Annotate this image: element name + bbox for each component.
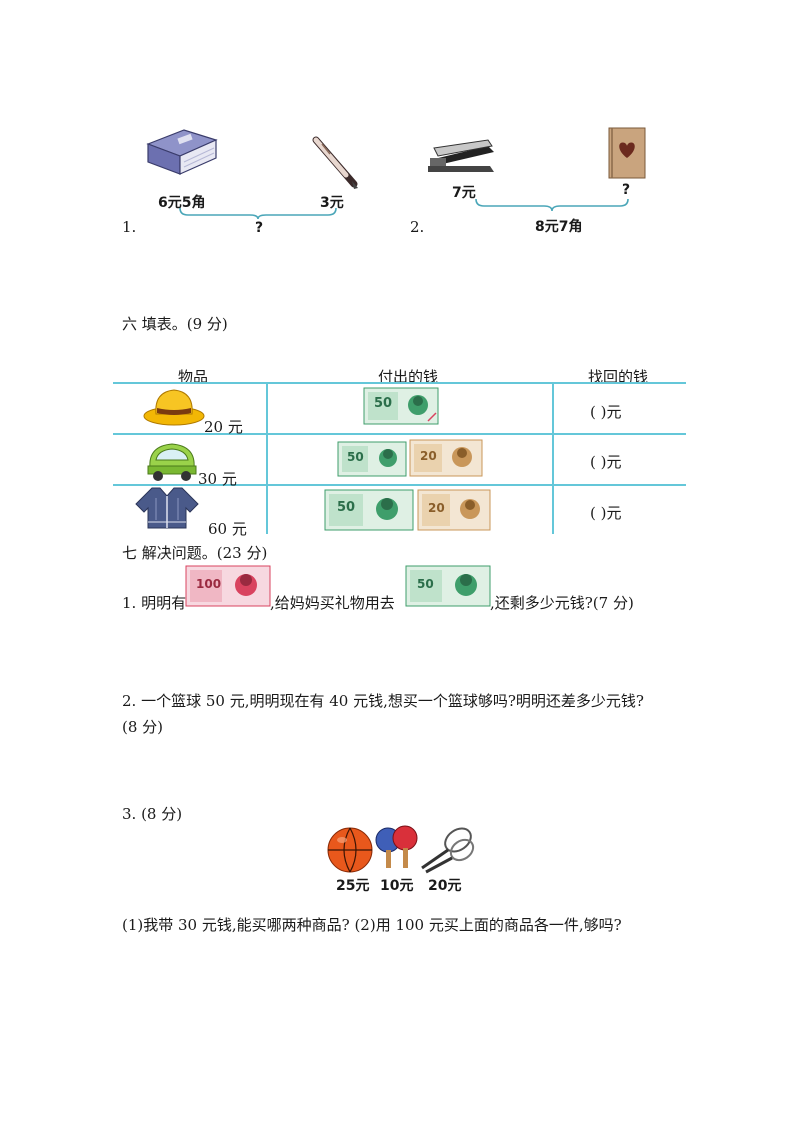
book-image xyxy=(146,129,218,175)
price-notebook: ? xyxy=(622,182,631,198)
q3-subquestions: (1)我带 30 元钱,能买哪两种商品? (2)用 100 元买上面的商品各一件… xyxy=(122,916,622,934)
price-stapler: 7元 xyxy=(452,185,476,201)
header-change: 找回的钱 xyxy=(588,368,649,386)
brace-1 xyxy=(179,207,337,220)
sweater-image xyxy=(135,487,199,529)
price-pen: 3元 xyxy=(320,195,344,211)
header-paid: 付出的钱 xyxy=(378,368,439,386)
banknote-100: 100 xyxy=(185,565,271,607)
q3-label: 3. (8 分) xyxy=(122,805,183,823)
banknote-value: 100 xyxy=(196,577,222,591)
price-toy-car: 30 元 xyxy=(198,470,237,488)
q2-line-2: (8 分) xyxy=(122,718,164,736)
problem-2-number: 2. xyxy=(410,218,425,236)
hat-image xyxy=(143,389,205,426)
price-basketball: 25元 xyxy=(336,878,370,894)
toy-car-image xyxy=(147,443,197,481)
problem-2-total: 8元7角 xyxy=(535,219,583,235)
basketball-image xyxy=(327,827,373,873)
banknote-50: 50 xyxy=(405,565,491,607)
problem-1-number: 1. xyxy=(122,218,137,236)
banknote-value: 50 xyxy=(337,500,356,515)
header-item: 物品 xyxy=(178,368,209,386)
banknote-value: 50 xyxy=(374,396,393,411)
banknote-value: 50 xyxy=(417,577,434,591)
pen-image xyxy=(312,136,358,189)
stapler-image xyxy=(428,139,494,172)
change-blank-2[interactable]: ( )元 xyxy=(590,453,622,471)
table-divider xyxy=(552,382,554,534)
rackets-image xyxy=(421,827,475,874)
table-rule xyxy=(113,433,686,435)
section-7-heading: 七 解决问题。(23 分) xyxy=(122,544,268,562)
change-blank-1[interactable]: ( )元 xyxy=(590,403,622,421)
banknote-value: 50 xyxy=(347,450,364,464)
banknote-50: 50 xyxy=(363,387,439,425)
q1-text-mid: ,给妈妈买礼物用去 xyxy=(270,594,395,612)
ping-pong-paddles-image xyxy=(375,825,418,868)
q2-line-1: 2. 一个篮球 50 元,明明现在有 40 元钱,想买一个篮球够吗?明明还差多少… xyxy=(122,692,644,710)
q1-text-post: ,还剩多少元钱?(7 分) xyxy=(490,594,634,612)
q1-text-pre: 1. 明明有 xyxy=(122,594,187,612)
price-hat: 20 元 xyxy=(204,418,243,436)
banknote-20: 20 xyxy=(417,489,491,531)
price-sweater: 60 元 xyxy=(208,520,247,538)
banknote-value: 20 xyxy=(428,501,445,515)
table-divider xyxy=(266,382,268,534)
banknote-50: 50 xyxy=(337,441,407,477)
notebook-image xyxy=(608,127,646,179)
banknote-50: 50 xyxy=(324,489,414,531)
section-6-heading: 六 填表。(9 分) xyxy=(122,315,228,333)
banknote-value: 20 xyxy=(420,449,437,463)
price-rackets: 20元 xyxy=(428,878,462,894)
problem-1-question: ? xyxy=(255,220,264,236)
price-paddles: 10元 xyxy=(380,878,414,894)
price-book: 6元5角 xyxy=(158,195,206,211)
brace-2 xyxy=(475,198,629,212)
table-rule xyxy=(113,484,686,486)
banknote-20: 20 xyxy=(409,439,483,477)
table-rule xyxy=(113,382,686,384)
change-blank-3[interactable]: ( )元 xyxy=(590,504,622,522)
